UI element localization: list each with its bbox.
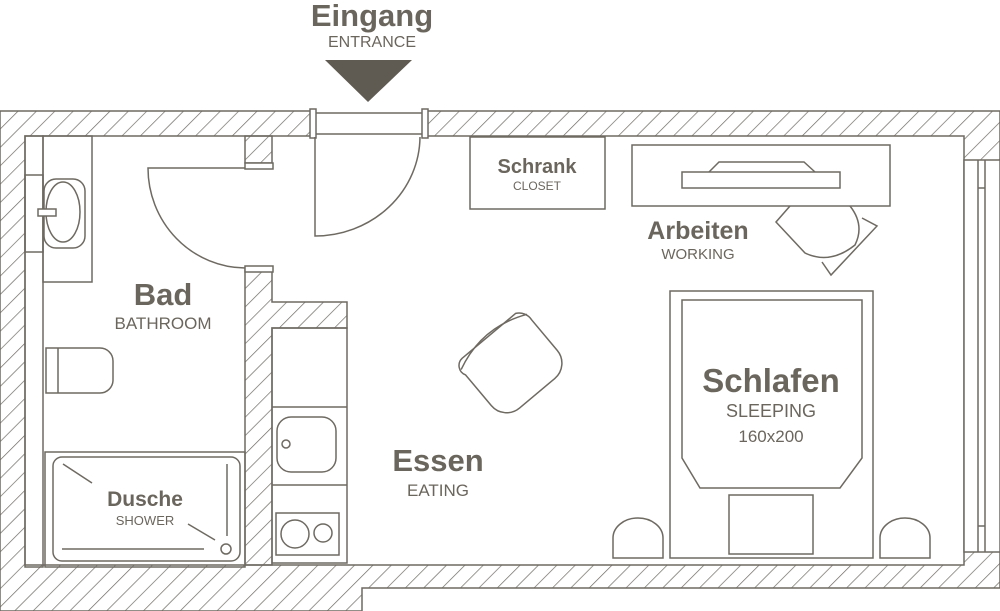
dining-chair — [458, 312, 563, 414]
sleeping-title: Schlafen — [702, 362, 840, 399]
toilet — [45, 347, 114, 394]
entrance-opening — [313, 110, 426, 137]
working-subtitle: WORKING — [661, 246, 735, 263]
nightstand-right — [879, 517, 931, 559]
closet-title: Schrank — [497, 156, 577, 178]
entrance-subtitle: ENTRANCE — [327, 34, 417, 51]
shower-tray — [44, 451, 246, 568]
shower-title: Dusche — [107, 488, 183, 511]
entrance-door — [314, 136, 421, 237]
kitchen-counter — [271, 327, 348, 564]
entrance-title: Eingang — [310, 0, 434, 33]
bed-size: 160x200 — [738, 427, 804, 446]
bed — [669, 290, 874, 559]
window — [963, 159, 1000, 553]
bathroom-title: Bad — [133, 277, 193, 312]
monitor — [681, 171, 841, 189]
nightstand-left — [612, 517, 664, 559]
bench — [728, 494, 814, 555]
closet — [469, 136, 606, 210]
bathroom-door — [147, 167, 246, 269]
eating-subtitle: EATING — [406, 481, 470, 500]
eating-title: Essen — [392, 443, 484, 478]
stove — [275, 512, 340, 556]
pipe-chase — [24, 135, 44, 568]
entrance-arrow — [325, 60, 412, 102]
kitchen-sink — [276, 416, 337, 473]
desk — [631, 144, 891, 207]
sleeping-subtitle: SLEEPING — [725, 401, 817, 421]
working-title: Arbeiten — [647, 217, 749, 245]
shower-subtitle: SHOWER — [115, 513, 175, 528]
closet-subtitle: CLOSET — [512, 179, 562, 193]
bathroom-wall-upper — [244, 135, 273, 164]
desk-chair — [774, 205, 879, 277]
shower-drain — [220, 543, 232, 555]
bathroom-subtitle: BATHROOM — [114, 314, 212, 333]
